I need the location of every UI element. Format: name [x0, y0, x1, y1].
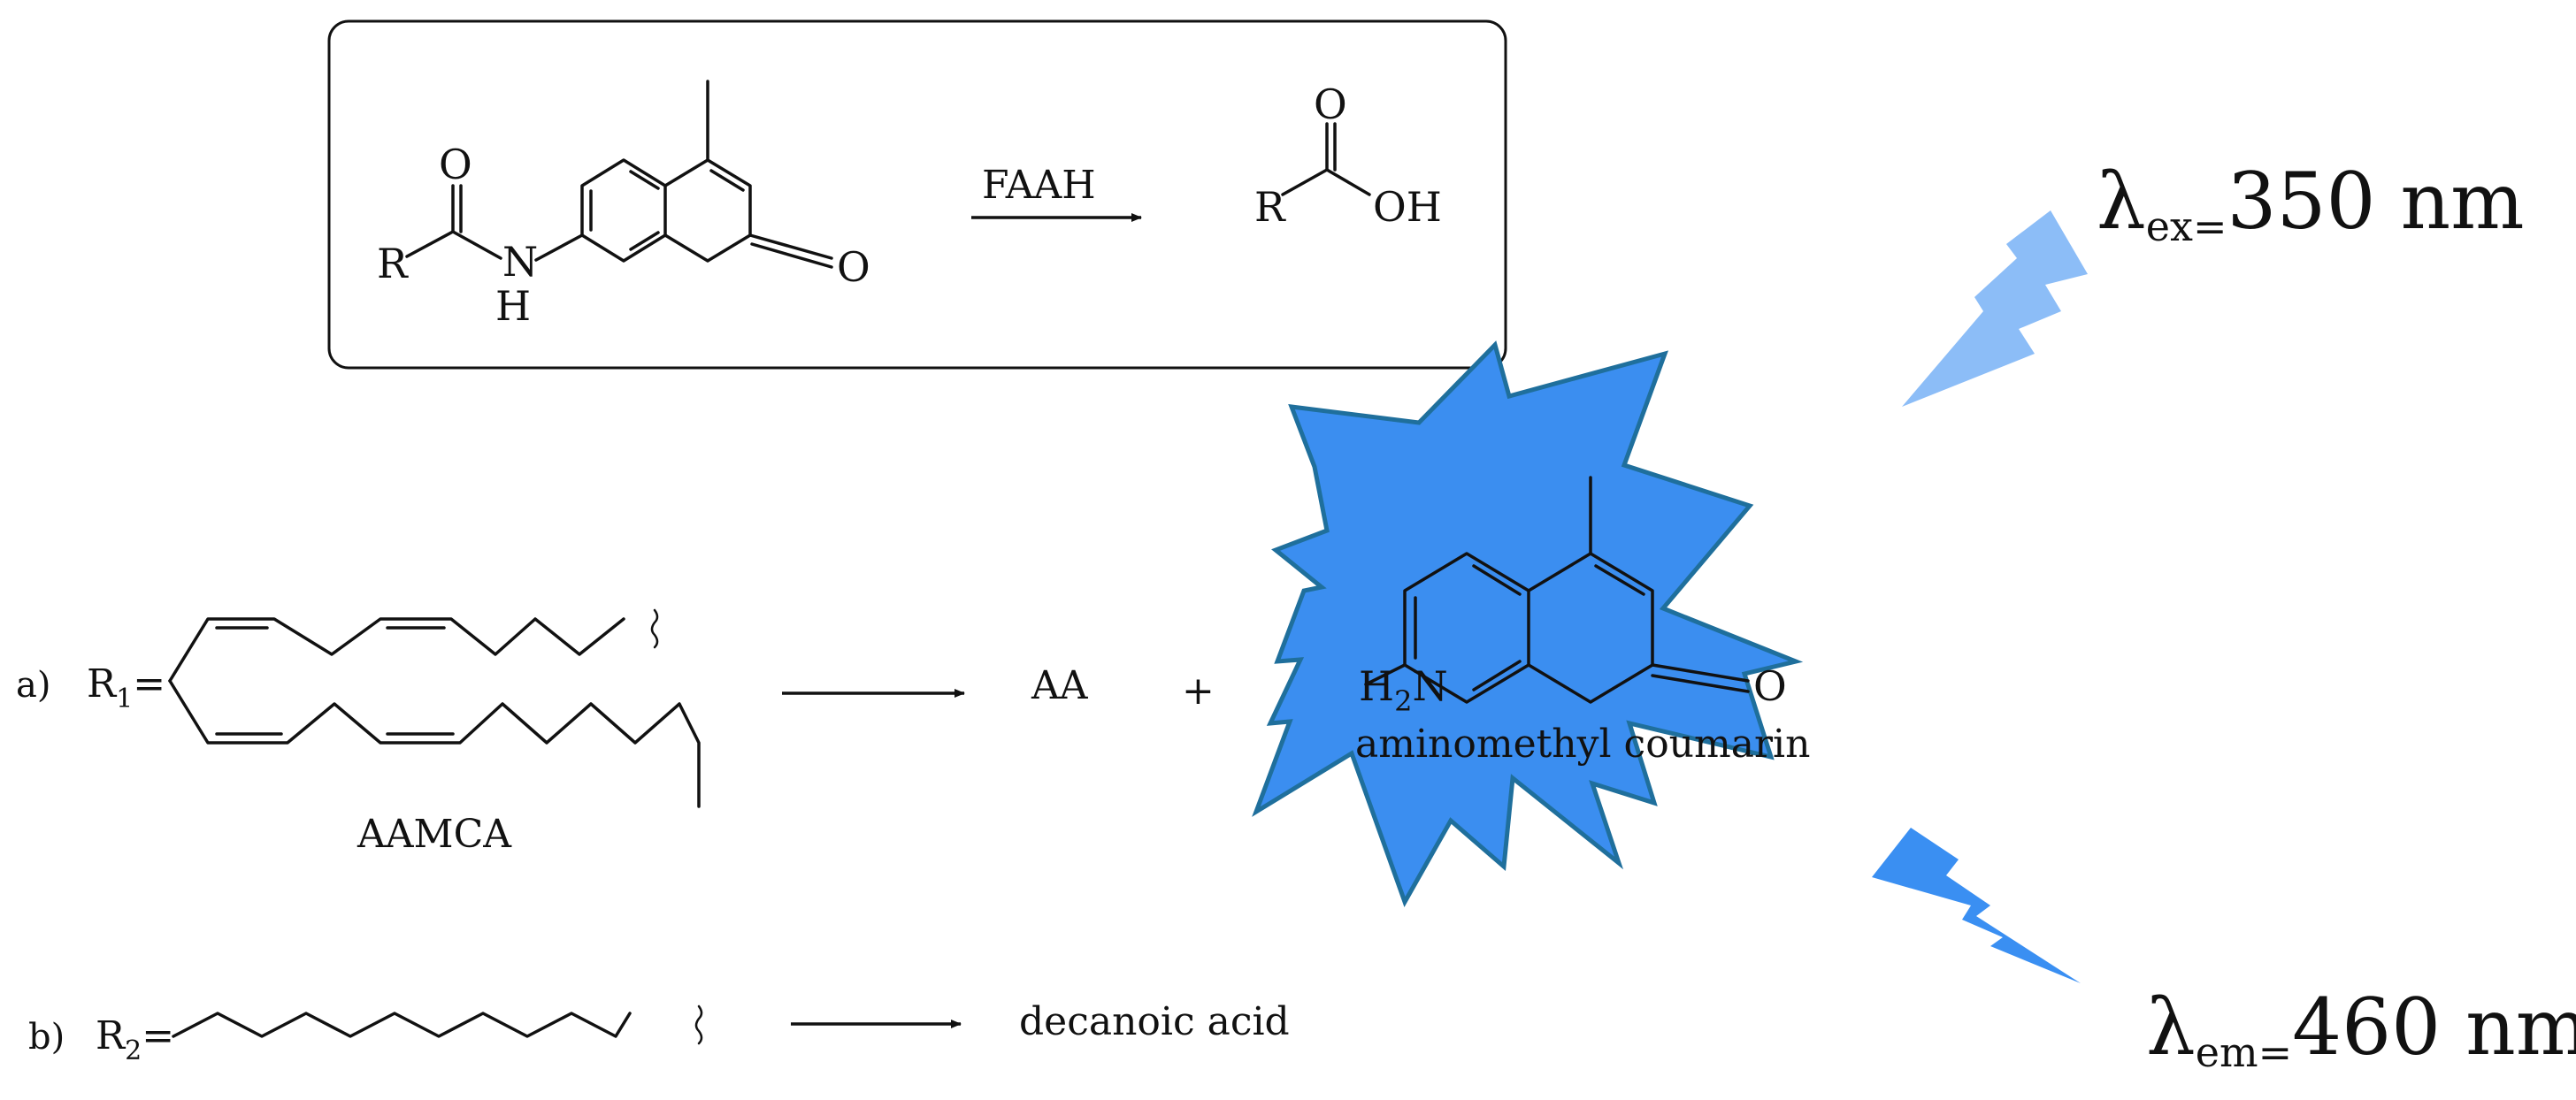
row-b-r-symbol: R2=	[96, 1013, 174, 1066]
row-a-plus: +	[1182, 668, 1215, 714]
fluorescence-burst	[1252, 340, 1804, 907]
row-b-prefix: b)	[28, 1017, 65, 1058]
row-a-prefix: a)	[16, 665, 50, 706]
substrate-n-label: N	[502, 238, 538, 286]
acid-r-label: R	[1254, 183, 1286, 231]
row-a-compound-name: AAMCA	[356, 812, 512, 857]
row-b-decanoyl: b) R2= decanoic acid	[28, 999, 1290, 1066]
emission-label: λem=460 nm	[2146, 982, 2576, 1076]
decanoyl-chain	[172, 1005, 703, 1045]
arachidonoyl-chain	[168, 608, 701, 808]
row-a-product: AA	[1031, 663, 1089, 708]
row-a-arachidonoyl: a) R1= AAMCA AA +	[16, 608, 1215, 857]
enzyme-label: FAAH	[982, 163, 1096, 208]
emission-indicator: λem=460 nm	[1872, 828, 2576, 1076]
amc-name-label: aminomethyl coumarin	[1355, 722, 1810, 767]
reaction-scheme-box: R O N H O FAAH R O OH	[327, 19, 1507, 370]
acid-oh-label: OH	[1373, 183, 1442, 231]
excitation-indicator: λex=350 nm	[1902, 156, 2525, 407]
carboxylic-acid-structure	[1281, 122, 1371, 196]
substrate-h-label: H	[495, 282, 531, 330]
amc-ketone-o-label: O	[1753, 662, 1787, 710]
excitation-lightning-bolt	[1902, 210, 2088, 407]
row-b-product: decanoic acid	[1019, 999, 1290, 1044]
substrate-ketone-o-label: O	[837, 243, 870, 291]
fluorophore-burst-group: H2N O aminomethyl coumarin	[1252, 340, 1810, 907]
row-a-r-symbol: R1=	[87, 661, 165, 714]
excitation-label: λex=350 nm	[2097, 156, 2525, 250]
emission-lightning-bolt	[1872, 828, 2081, 983]
reaction-box-frame	[327, 19, 1507, 370]
aminomethyl-coumarin-structure	[1364, 476, 1750, 704]
amc-amine-label: H2N	[1359, 662, 1448, 718]
substrate-r-label: R	[377, 240, 409, 287]
acid-carbonyl-o-label: O	[1314, 80, 1347, 128]
substrate-carbonyl-o-label: O	[439, 141, 472, 188]
substrate-structure	[405, 80, 833, 269]
